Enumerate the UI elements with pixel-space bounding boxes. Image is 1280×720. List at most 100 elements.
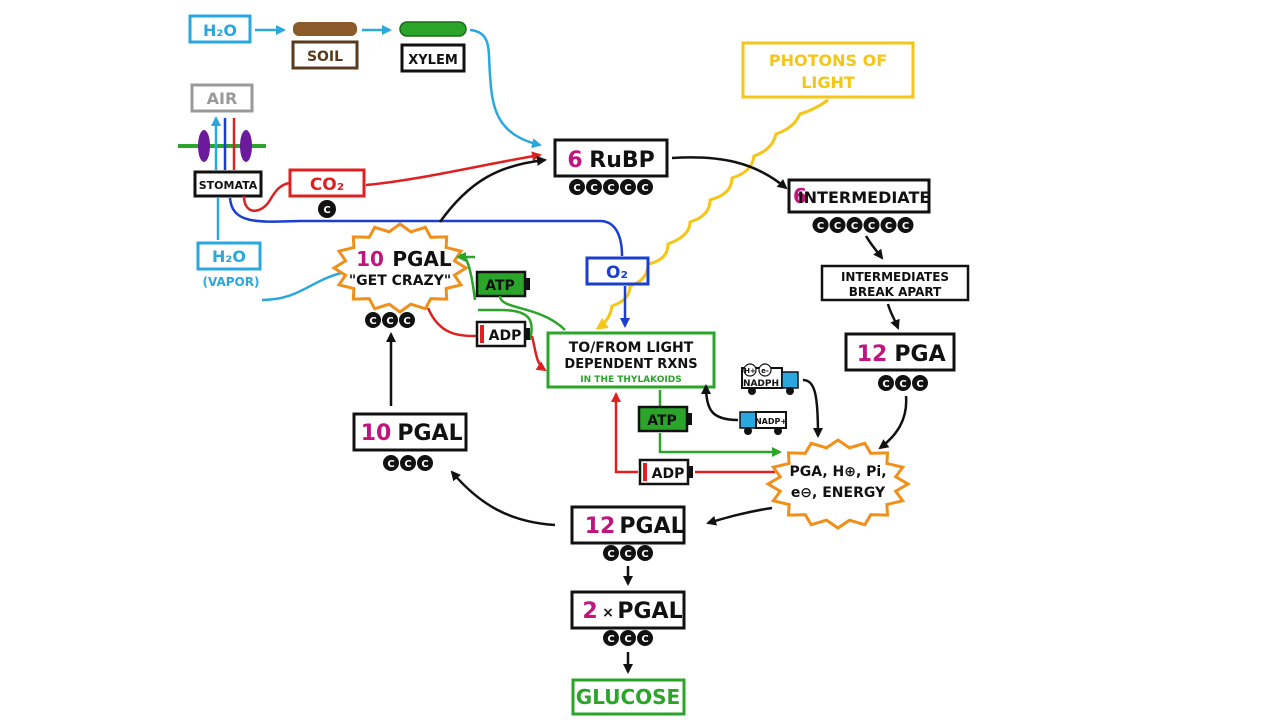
light-line2: DEPENDENT RXNS bbox=[564, 357, 697, 372]
carbon-dot bbox=[620, 630, 636, 646]
carbon-dot-label: C bbox=[624, 634, 631, 645]
break-line1: INTERMEDIATES bbox=[841, 270, 949, 284]
air-label: AIR bbox=[207, 89, 238, 108]
co2-label: CO₂ bbox=[310, 175, 344, 195]
carbon-dot bbox=[603, 179, 619, 195]
arrow-pgal-to-rubp bbox=[438, 155, 547, 223]
co2-carbon-dot bbox=[318, 200, 336, 218]
h2o-input-label: H₂O bbox=[203, 21, 237, 40]
arrow-pgal12-to-pgal10 bbox=[450, 470, 556, 527]
stomata-node: STOMATA bbox=[193, 170, 263, 198]
carbon-dot bbox=[620, 545, 636, 561]
carbon-dot-label: C bbox=[421, 459, 428, 470]
intermediate-name: INTERMEDIATE bbox=[798, 188, 931, 207]
carbon-dot bbox=[637, 179, 653, 195]
energy-line1: PGA, H⊕, Pi, bbox=[789, 464, 886, 480]
line-atp-top-to-light bbox=[498, 295, 566, 331]
carbon-dot-label: C bbox=[882, 379, 889, 390]
carbon-dot-label: C bbox=[916, 379, 923, 390]
carbon-dot bbox=[383, 455, 399, 471]
nadp-label: NADP+ bbox=[755, 417, 787, 426]
rubp-name: RuBP bbox=[589, 148, 655, 173]
arrow-energy-to-pgal12 bbox=[706, 506, 773, 526]
photons-line1: PHOTONS OF bbox=[769, 51, 887, 70]
get-crazy-label: "GET CRAZY" bbox=[349, 273, 451, 289]
carbon-dot-label: C bbox=[868, 221, 875, 232]
h2o-input-node: H₂O bbox=[188, 14, 252, 44]
h2o-vapor-node: H₂O (VAPOR) bbox=[196, 241, 262, 289]
glucose-label: GLUCOSE bbox=[576, 685, 680, 709]
carbon-dot bbox=[637, 630, 653, 646]
photon-wave-arrow bbox=[595, 98, 829, 330]
carbon-dot-label: C bbox=[403, 316, 410, 327]
pga-name: PGA bbox=[894, 342, 945, 367]
carbon-dot bbox=[569, 179, 585, 195]
pgal10-number: 10 bbox=[361, 421, 392, 446]
carbon-dot bbox=[365, 312, 381, 328]
e-minus-label: e- bbox=[761, 367, 769, 375]
carbon-dot-label: C bbox=[641, 549, 648, 560]
carbon-dot-label: C bbox=[641, 634, 648, 645]
line-o2-to-stomata bbox=[228, 197, 624, 257]
intermediate-number: 6 bbox=[793, 184, 807, 208]
arrow-pga-to-energy bbox=[878, 395, 908, 450]
carbon-dot bbox=[603, 630, 619, 646]
carbon-dot-label: C bbox=[817, 221, 824, 232]
carbon-dot-label: C bbox=[899, 379, 906, 390]
carbon-dot-label: C bbox=[607, 183, 614, 194]
arrow-nadph-to-energy bbox=[802, 378, 823, 438]
arrow-co2-to-rubp bbox=[365, 151, 542, 187]
carbon-dot-label: C bbox=[387, 459, 394, 470]
pgal2-times: × bbox=[602, 605, 614, 621]
pgal-crazy-name: PGAL bbox=[392, 247, 452, 271]
o2-label: O₂ bbox=[606, 263, 628, 283]
pga-number: 12 bbox=[857, 342, 888, 367]
atp-top-label: ATP bbox=[485, 278, 515, 294]
carbon-dot bbox=[897, 217, 914, 233]
arrow-rubp-to-intermediate bbox=[671, 156, 788, 190]
pgal10-name: PGAL bbox=[397, 421, 462, 446]
soil-icon bbox=[293, 22, 357, 36]
carbon-dot-label: C bbox=[607, 634, 614, 645]
carbon-dot-label: C bbox=[624, 549, 631, 560]
energy-node: PGA, H⊕, Pi, e⊖, ENERGY bbox=[765, 438, 911, 530]
carbon-dot bbox=[637, 545, 653, 561]
carbon-dot-label: C bbox=[573, 183, 580, 194]
arrow-xylem-to-rubp bbox=[469, 28, 542, 149]
soil-node: SOIL bbox=[291, 22, 359, 70]
stomata-label: STOMATA bbox=[199, 179, 258, 192]
arrow-nadp-to-light bbox=[701, 384, 739, 422]
carbon-dot bbox=[399, 312, 415, 328]
carbon-dot bbox=[895, 375, 911, 391]
carbon-dot bbox=[417, 455, 433, 471]
carbon-dot-label: C bbox=[590, 183, 597, 194]
carbon-dot-label: C bbox=[369, 316, 376, 327]
pgal2-name: PGAL bbox=[617, 599, 682, 624]
explosion-outline-energy bbox=[765, 438, 911, 530]
energy-line2: e⊖, ENERGY bbox=[791, 485, 886, 501]
carbon-dot bbox=[603, 545, 619, 561]
carbon-dot-label: C bbox=[885, 221, 892, 232]
arrow-intermediate-to-break bbox=[864, 235, 884, 260]
rubp-number: 6 bbox=[567, 148, 582, 173]
photons-node: PHOTONS OF LIGHT bbox=[741, 41, 915, 99]
h2o-vapor-label: H₂O bbox=[212, 247, 246, 266]
carbon-dot bbox=[620, 179, 636, 195]
xylem-label: XYLEM bbox=[408, 53, 458, 68]
break-line2: BREAK APART bbox=[849, 285, 942, 299]
atp-bottom-battery: ATP bbox=[637, 405, 692, 433]
carbon-dot-label: C bbox=[641, 183, 648, 194]
pgal-crazy-number: 10 bbox=[356, 247, 384, 271]
adp-bottom-label: ADP bbox=[652, 466, 685, 482]
